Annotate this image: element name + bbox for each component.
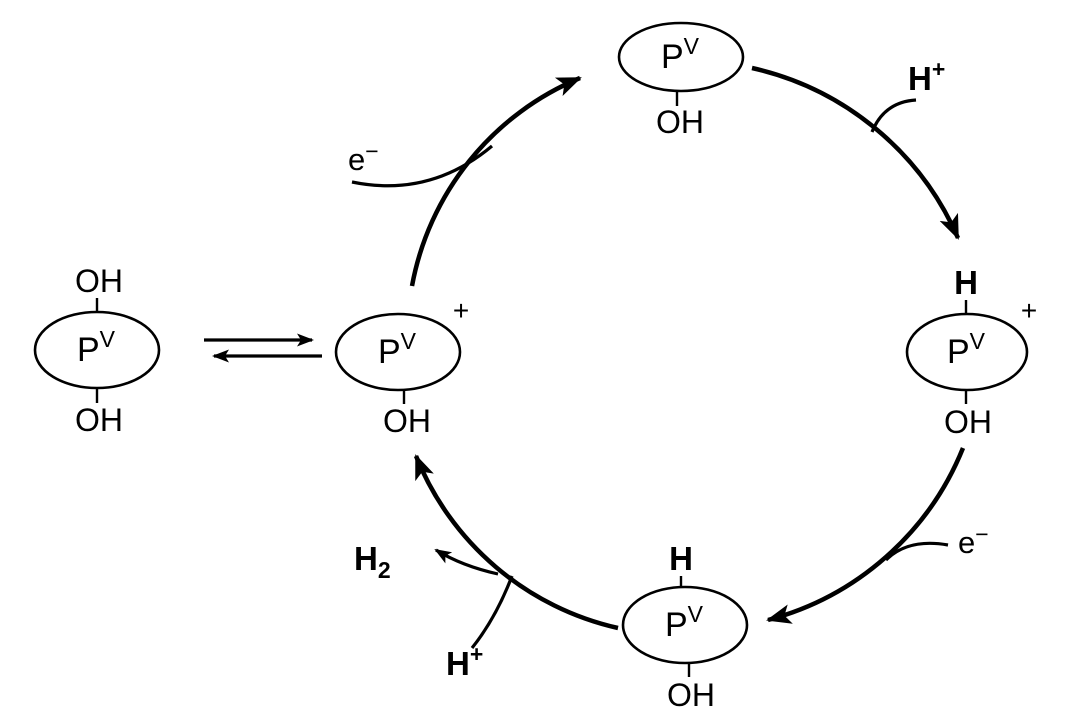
species-top-ellipse bbox=[617, 21, 745, 93]
electron-upper-label: e− bbox=[348, 138, 379, 177]
electron-upper-feed-curve bbox=[351, 144, 494, 188]
proton-upper-feed-curve bbox=[870, 98, 917, 133]
species-right: PV + H OH bbox=[905, 264, 1037, 440]
species-left-ellipse bbox=[33, 310, 161, 390]
proton-upper-label: H+ bbox=[908, 56, 945, 97]
species-right-formula: PV bbox=[947, 328, 986, 371]
species-right-charge: + bbox=[1021, 295, 1037, 326]
proton-lower-label: H+ bbox=[446, 641, 483, 682]
species-bottom-hydride: H bbox=[669, 540, 693, 577]
dihydrogen-label: H2 bbox=[354, 540, 391, 583]
species-right-ellipse bbox=[905, 312, 1029, 392]
species-bottom-ligand-bottom: OH bbox=[667, 677, 715, 713]
species-bottom-formula: PV bbox=[665, 601, 704, 644]
electron-lower-label: e− bbox=[958, 521, 989, 560]
species-bottom-ellipse bbox=[621, 585, 749, 665]
arrow-center-to-top bbox=[409, 75, 582, 287]
species-top-formula: PV bbox=[661, 33, 700, 76]
species-center: PV + OH bbox=[334, 295, 469, 439]
species-left-ligand-bottom: OH bbox=[75, 402, 123, 438]
species-left: PV OH OH bbox=[33, 263, 161, 438]
species-right-hydride: H bbox=[954, 264, 978, 301]
species-center-charge: + bbox=[453, 295, 469, 326]
species-left-formula: PV bbox=[77, 326, 116, 369]
species-center-ligand-bottom: OH bbox=[383, 403, 431, 439]
h2-release-arrow bbox=[434, 548, 499, 576]
arrow-bottom-to-center bbox=[413, 454, 619, 631]
species-top: PV OH bbox=[617, 21, 745, 140]
species-left-ligand-top: OH bbox=[75, 263, 123, 299]
species-bottom: PV H OH bbox=[621, 540, 749, 713]
arrow-right-to-bottom bbox=[766, 447, 966, 624]
species-center-formula: PV bbox=[378, 328, 417, 371]
electron-lower-feed-curve bbox=[884, 541, 949, 562]
proton-lower-feed-curve bbox=[470, 575, 514, 649]
species-center-ellipse bbox=[334, 312, 462, 392]
species-right-ligand-bottom: OH bbox=[944, 404, 992, 440]
species-top-ligand-bottom: OH bbox=[656, 104, 704, 140]
